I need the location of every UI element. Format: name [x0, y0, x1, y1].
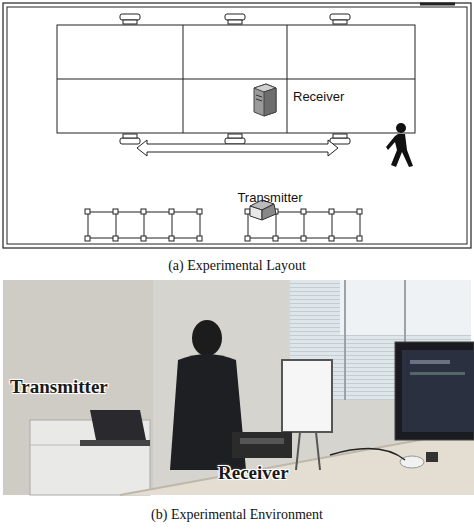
receiver-label: Receiver — [293, 89, 344, 104]
cabinets — [85, 209, 362, 241]
subfigure-caption: (b) Experimental Environment — [151, 507, 323, 523]
receiver-pc-icon — [254, 84, 276, 116]
walking-person — [386, 123, 413, 167]
chairs — [120, 14, 350, 144]
experiment-photo — [3, 280, 474, 495]
room-layout — [3, 3, 471, 248]
transmitter-photo-label: Transmitter — [10, 376, 108, 398]
subfigure-caption: (a) Experimental Layout — [168, 258, 306, 274]
movement-arrow — [137, 140, 338, 156]
receiver-photo-label: Receiver — [218, 462, 289, 484]
transmitter-label: Transmitter — [237, 190, 302, 205]
